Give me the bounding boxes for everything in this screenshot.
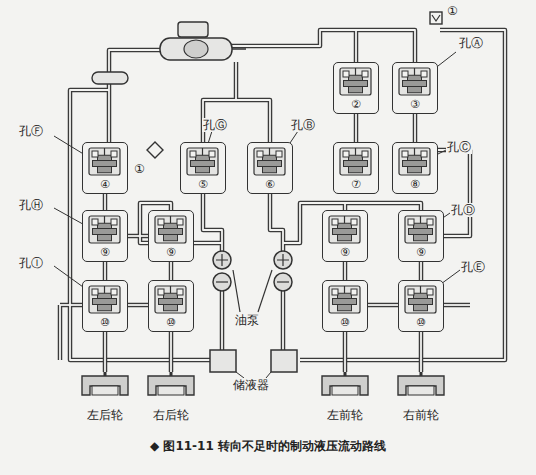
- valve-box: ⑤: [180, 142, 226, 194]
- hole-callout: 孔Ⓕ: [18, 124, 44, 138]
- valve-number: ⑨: [149, 246, 193, 259]
- hole-callout: 孔Ⓓ: [450, 203, 476, 217]
- hole-callout: 孔Ⓖ: [202, 118, 228, 132]
- hole-callout: 孔Ⓑ: [290, 118, 316, 132]
- hydraulic-pipe: [105, 262, 106, 280]
- hydraulic-pipe: [171, 262, 172, 280]
- valve-box: ⑥: [247, 142, 293, 194]
- valve-box: ⑩: [322, 280, 368, 332]
- wheel-symbol: [392, 372, 450, 403]
- hole-callout: 孔Ⓐ: [458, 36, 484, 50]
- valve-box: ⑦: [333, 142, 379, 194]
- part-label: 油泵: [234, 313, 260, 327]
- valve-box: ④: [82, 142, 128, 194]
- hydraulic-pipe: [356, 114, 357, 142]
- wheel-name: 左前轮: [316, 407, 374, 424]
- valve-number: ⑥: [248, 178, 292, 191]
- valve-box: ②: [333, 62, 379, 114]
- valve-symbol: [83, 143, 129, 178]
- valve-box: ⑨: [82, 210, 128, 262]
- wheel-caliper: 左后轮: [76, 372, 134, 424]
- valve-number: ④: [83, 178, 127, 191]
- hydraulic-pipe: [421, 332, 422, 372]
- wheel-symbol: [142, 372, 200, 403]
- hydraulic-pipe: [105, 194, 106, 210]
- valve-number: ⑩: [399, 316, 443, 329]
- hydraulic-pipe: [105, 332, 106, 372]
- hydraulic-pipe: [171, 332, 172, 372]
- valve-box: ⑩: [82, 280, 128, 332]
- valve-symbol: [399, 211, 445, 246]
- valve-number: ⑩: [83, 316, 127, 329]
- wheel-name: 右后轮: [142, 407, 200, 424]
- valve-number: ⑨: [83, 246, 127, 259]
- valve-symbol: [149, 281, 195, 316]
- valve-symbol: [323, 281, 369, 316]
- valve-symbol: [393, 143, 439, 178]
- valve-number: ⑤: [181, 178, 225, 191]
- valve-box: ⑧: [392, 142, 438, 194]
- valve-symbol: [83, 211, 129, 246]
- hydraulic-pipe: [345, 262, 346, 280]
- hole-callout: 孔Ⓒ: [446, 140, 472, 154]
- part-label: ①: [446, 4, 459, 18]
- valve-symbol: [323, 211, 369, 246]
- hole-callout: 孔Ⓗ: [18, 198, 44, 212]
- valve-box: ③: [392, 62, 438, 114]
- wheel-name: 右前轮: [392, 407, 450, 424]
- valve-number: ⑦: [334, 178, 378, 191]
- valve-box: ⑩: [398, 280, 444, 332]
- hole-callout: 孔Ⓘ: [18, 256, 44, 270]
- valve-symbol: [248, 143, 294, 178]
- valve-symbol: [149, 211, 195, 246]
- valve-number: ⑩: [323, 316, 367, 329]
- hydraulic-pipe: [415, 114, 416, 142]
- part-label: 储液器: [232, 378, 270, 392]
- valve-symbol: [334, 63, 380, 98]
- wheel-caliper: 左前轮: [316, 372, 374, 424]
- hydraulic-pipe: [421, 262, 422, 280]
- valve-number: ⑩: [149, 316, 193, 329]
- valve-number: ⑧: [393, 178, 437, 191]
- valve-number: ③: [393, 98, 437, 111]
- valve-symbol: [334, 143, 380, 178]
- valve-number: ②: [334, 98, 378, 111]
- valve-box: ⑨: [398, 210, 444, 262]
- hydraulic-pipe: [345, 332, 346, 372]
- valve-symbol: [393, 63, 439, 98]
- wheel-name: 左后轮: [76, 407, 134, 424]
- valve-box: ⑨: [322, 210, 368, 262]
- wheel-caliper: 右后轮: [142, 372, 200, 424]
- valve-symbol: [399, 281, 445, 316]
- valve-number: ⑨: [399, 246, 443, 259]
- wheel-symbol: [316, 372, 374, 403]
- valve-symbol: [83, 281, 129, 316]
- valve-box: ⑨: [148, 210, 194, 262]
- wheel-symbol: [76, 372, 134, 403]
- hole-callout: 孔Ⓔ: [460, 260, 486, 274]
- valve-box: ⑩: [148, 280, 194, 332]
- figure-caption: ◆ 图11-11 转向不足时的制动液压流动路线: [0, 438, 536, 455]
- valve-symbol: [181, 143, 227, 178]
- wheel-caliper: 右前轮: [392, 372, 450, 424]
- valve-number: ⑨: [323, 246, 367, 259]
- part-label: ①: [133, 162, 146, 176]
